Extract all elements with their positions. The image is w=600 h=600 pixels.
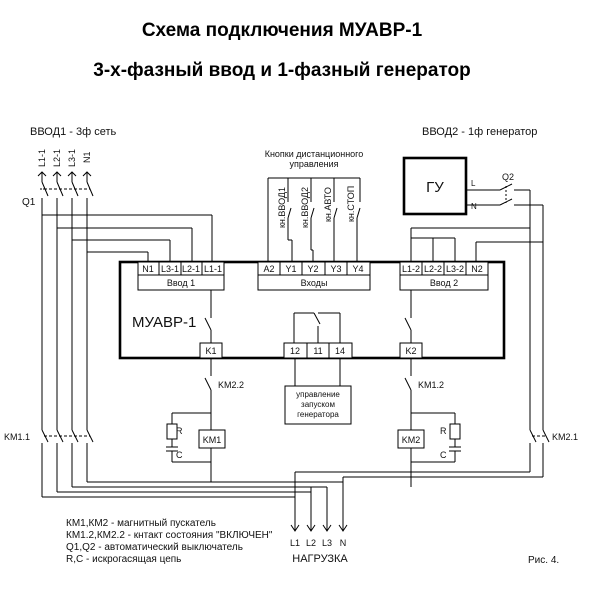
relay-terminals: 12 11 14 [283,342,353,359]
diagram-title: Схема подключения МУАВР-1 [142,20,423,41]
load-wiring [41,448,544,532]
phase-label-l2: L2-1 [52,149,62,167]
km1-1-contacts [41,429,94,448]
generator-n-label: N [471,202,477,211]
gen-control-line-1: управление [296,390,340,399]
terminal-l2-2: L2-2 [424,264,442,274]
button-avto: кн.АВТО [323,187,333,222]
gen-control-line-3: генератора [297,410,339,419]
legend-line-4: R,C - искрогасящая цепь [66,554,181,565]
remote-header-1: Кнопки дистанционного [265,149,364,159]
vvod2-label: ВВОД2 - 1ф генератор [422,126,537,138]
terminal-11: 11 [313,346,322,356]
k2-label: K2 [405,346,416,356]
generator-control-box [284,385,352,425]
vvod1-feed-lines [37,171,94,205]
terminal-l3-2: L3-2 [446,264,464,274]
km2-r-label: R [440,426,447,436]
terminal-l1-1: L1-1 [204,264,222,274]
km2-circuit [397,358,461,475]
load-l3: L3 [322,538,332,548]
terminal-l2-1: L2-1 [182,264,200,274]
km2-coil-label: KM2 [402,435,421,445]
remote-header-2: управления [289,159,338,169]
legend-line-2: КМ1.2,КМ2.2 - кнтакт состояния "ВКЛЮЧЕН" [66,530,273,541]
gen-control-line-2: запуском [301,400,335,409]
phase-label-l1: L1-1 [37,149,47,167]
load-l2: L2 [306,538,316,548]
legend-line-1: КМ1,КМ2 - магнитный пускатель [66,518,216,529]
terminal-n2: N2 [471,264,483,274]
terminal-l3-1: L3-1 [161,264,179,274]
phase-label-n: N1 [82,151,92,163]
km2-c-label: C [440,450,447,460]
phase-label-l3: L3-1 [67,149,77,167]
km1-r-label: R [176,426,183,436]
terminal-l1-2: L1-2 [402,264,420,274]
inputs-terminal-block: A2 Y1 Y2 Y3 Y4 Входы [257,261,371,291]
button-vvod2: кн.ВВОД2 [300,187,310,228]
device-name: МУАВР-1 [132,314,196,331]
terminal-12: 12 [290,346,300,356]
button-stop: кн.СТОП [346,186,356,222]
k1-label: K1 [205,346,216,356]
input2-terminal-block: L1-2 L2-2 L3-2 N2 Ввод 2 [399,261,489,291]
legend: КМ1,КМ2 - магнитный пускатель КМ1.2,КМ2.… [66,518,273,565]
km1-c-label: C [176,450,183,460]
load-l1: L1 [290,538,300,548]
km1-circuit [166,358,226,475]
terminal-y3: Y3 [330,264,341,274]
inputs-label: Входы [301,278,328,288]
generator-label: ГУ [426,179,444,196]
vvod1-wiring [41,205,213,430]
km1-2-label: KM1.2 [418,380,444,390]
km1-1-label: KM1.1 [4,432,30,442]
button-vvod1: кн.ВВОД1 [277,187,287,228]
km2-1-label: KM2.1 [552,432,578,442]
load-label: НАГРУЗКА [292,553,348,565]
generator-box [402,156,468,216]
vvod1-phase-labels: L1-1 L2-1 L3-1 N1 [37,149,92,167]
figure-label: Рис. 4. [528,555,559,566]
terminal-14: 14 [335,346,345,356]
diagram-subtitle: 3-х-фазный ввод и 1-фазный генератор [93,60,470,81]
km2-2-label: KM2.2 [218,380,244,390]
km2-1-contacts [529,429,550,448]
terminal-y4: Y4 [352,264,363,274]
terminal-a2: A2 [263,264,274,274]
remote-buttons: кн.ВВОД1 кн.ВВОД2 кн.АВТО кн.СТОП [267,177,361,262]
vvod1-label: ВВОД1 - 3ф сеть [30,126,116,138]
km1-coil-label: KM1 [203,435,222,445]
vvod2-wiring [410,183,544,430]
input1-terminal-block: N1 L3-1 L2-1 L1-1 Ввод 1 [137,261,225,291]
terminal-y1: Y1 [285,264,296,274]
legend-line-3: Q1,Q2 - автоматический выключатель [66,542,243,553]
generator-l-label: L [471,179,476,188]
load-n: N [340,538,347,548]
q2-label: Q2 [502,172,514,182]
terminal-n1: N1 [142,264,154,274]
q1-label: Q1 [22,197,36,208]
internal-contacts [204,290,412,343]
input1-label: Ввод 1 [167,278,195,288]
terminal-y2: Y2 [307,264,318,274]
input2-label: Ввод 2 [430,278,458,288]
